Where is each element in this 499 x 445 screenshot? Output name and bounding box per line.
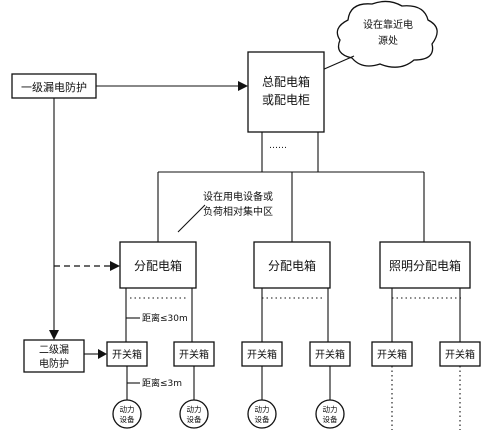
switch-box-2: 开关箱 xyxy=(173,341,215,367)
cloud-text-line1: 设在靠近电 xyxy=(363,18,413,31)
dist-box-2-label: 分配电箱 xyxy=(268,258,316,273)
arrowhead-main xyxy=(238,81,248,91)
arrowhead-switch xyxy=(98,349,107,359)
cloud-callout: 设在靠近电 源处 xyxy=(321,0,438,71)
callout-line2: 负荷相对集中区 xyxy=(203,205,273,218)
device-2-label-line2: 设备 xyxy=(187,414,202,424)
power-device-3: 动力 设备 xyxy=(247,399,277,429)
power-device-4: 动力 设备 xyxy=(315,399,345,429)
device-2-label-line1: 动力 xyxy=(187,404,202,414)
dist-box-1-label: 分配电箱 xyxy=(134,258,182,273)
switch-box-5-label: 开关箱 xyxy=(377,348,407,361)
device-3-label-line2: 设备 xyxy=(255,414,270,424)
dist-box-2: 分配电箱 xyxy=(253,241,331,289)
main-box-label-line1: 总配电箱 xyxy=(262,74,310,89)
switch-box-3-label: 开关箱 xyxy=(247,348,277,361)
main-box-ellipsis: …… xyxy=(269,141,287,151)
main-box-label-line2: 或配电柜 xyxy=(262,93,310,107)
power-device-1: 动力 设备 xyxy=(112,399,142,429)
callout-line1: 设在用电设备或 xyxy=(203,190,273,203)
distance-3m-label: 距离≤3m xyxy=(142,377,182,389)
device-4-label-line2: 设备 xyxy=(323,414,338,424)
device-3-label-line1: 动力 xyxy=(255,404,270,414)
level2-label-line1: 二级漏 xyxy=(39,344,69,356)
switch-box-4-label: 开关箱 xyxy=(315,348,345,361)
cloud-text-line2: 源处 xyxy=(378,34,398,47)
device-1-label-line2: 设备 xyxy=(120,414,135,424)
dist-box-3: 照明分配电箱 xyxy=(379,241,471,289)
switch-box-4: 开关箱 xyxy=(309,341,351,367)
arrowhead-level2 xyxy=(49,330,59,340)
switch-box-1: 开关箱 xyxy=(106,341,148,367)
distance-30m-label: 距离≤30m xyxy=(142,312,188,324)
switch-box-3: 开关箱 xyxy=(241,341,283,367)
switch-box-2-label: 开关箱 xyxy=(179,348,209,361)
switch-box-5: 开关箱 xyxy=(371,341,413,367)
device-1-label-line1: 动力 xyxy=(120,404,135,414)
arrowhead-dist1 xyxy=(110,261,120,271)
main-distribution-box: 总配电箱 或配电柜 xyxy=(247,51,325,133)
dist-box-1: 分配电箱 xyxy=(119,241,197,289)
level2-protection-box: 二级漏 电防护 xyxy=(23,339,85,373)
switch-box-6-label: 开关箱 xyxy=(445,348,475,361)
concentration-callout: 设在用电设备或 负荷相对集中区 xyxy=(177,190,273,233)
dist-box-3-label: 照明分配电箱 xyxy=(389,258,461,273)
power-device-2: 动力 设备 xyxy=(179,399,209,429)
switch-box-1-label: 开关箱 xyxy=(112,348,142,361)
level1-protection-label: 一级漏电防护 xyxy=(21,80,87,94)
level2-label-line2: 电防护 xyxy=(39,357,69,370)
device-4-label-line1: 动力 xyxy=(323,404,338,414)
level1-protection-box: 一级漏电防护 xyxy=(11,73,97,99)
switch-box-6: 开关箱 xyxy=(439,341,481,367)
